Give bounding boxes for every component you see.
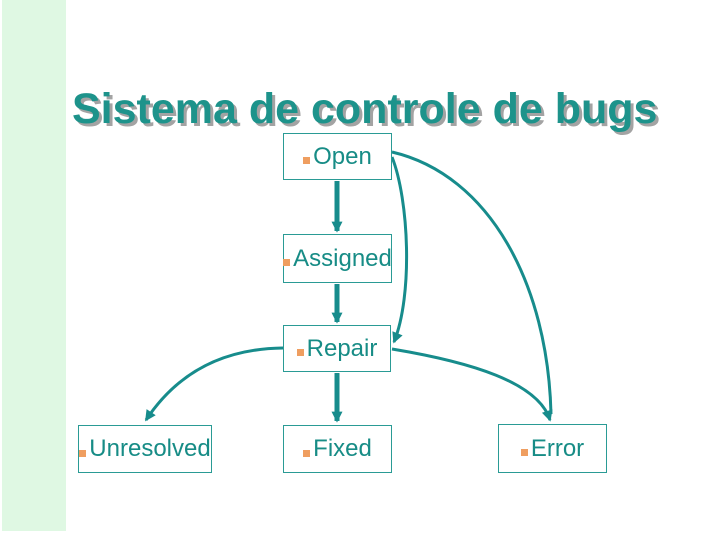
bullet-icon <box>520 449 528 456</box>
bullet-icon <box>303 157 311 164</box>
edge-open-error-curve <box>391 150 553 415</box>
state-label: Repair <box>306 334 378 362</box>
side-strip <box>2 0 66 531</box>
bullet-icon <box>296 349 304 356</box>
state-label: Open <box>313 142 372 170</box>
state-box-error: Error <box>498 424 607 473</box>
bullet-icon <box>303 449 311 457</box>
edge-repair-error-curve <box>391 347 553 422</box>
edge-open-repair-curve <box>390 156 409 344</box>
state-label: Assigned <box>293 244 392 272</box>
state-box-repair: Repair <box>283 325 391 372</box>
page-title: Sistema de controle de bugs <box>72 84 658 133</box>
state-box-fixed: Fixed <box>283 425 392 473</box>
state-label: Fixed <box>313 435 372 462</box>
state-box-assigned: Assigned <box>283 234 392 283</box>
state-label: Error <box>530 434 585 462</box>
state-box-open: Open <box>283 133 392 180</box>
bullet-icon <box>283 259 291 266</box>
state-box-unresolved: Unresolved <box>78 425 212 473</box>
state-label: Unresolved <box>89 435 211 462</box>
edge-repair-unresolved-curve <box>144 346 284 422</box>
bullet-icon <box>79 449 87 457</box>
